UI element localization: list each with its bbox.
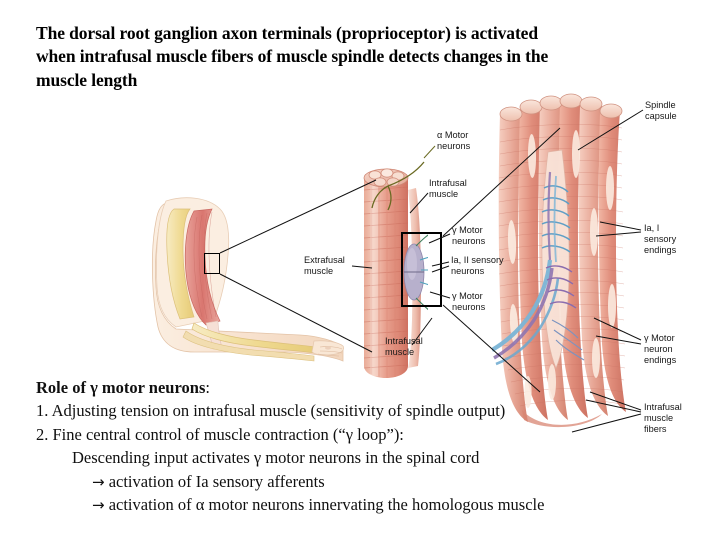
arrow-icon: → (92, 496, 105, 515)
page-title: The dorsal root ganglion axon terminals … (36, 22, 676, 92)
role-heading: Role of γ motor neurons: (36, 378, 210, 397)
label-ia-ii-sensory-neurons: Ia, II sensory neurons (451, 255, 504, 276)
label-alpha-motor-neurons: α Motor neurons (437, 130, 471, 151)
body-text-block: Role of γ motor neurons: 1. Adjusting te… (36, 376, 696, 517)
spindle-magnification-box (401, 232, 442, 307)
body-item-2: 2. Fine central control of muscle contra… (36, 424, 404, 444)
body-item-1: 1. Adjusting tension on intrafusal muscl… (36, 401, 506, 421)
body-sub-2: → activation of Ia sensory afferents (92, 471, 325, 491)
humerus-bone (166, 208, 195, 320)
title-line-1: The dorsal root ganglion axon terminals … (36, 23, 538, 43)
arrow-icon: → (92, 472, 105, 491)
label-intrafusal-muscle-bottom: Intrafusal muscle (385, 336, 423, 357)
body-sub-3: → activation of α motor neurons innervat… (92, 495, 545, 515)
label-extrafusal-muscle: Extrafusal muscle (304, 255, 345, 276)
gamma-glyph-sub1: γ (253, 448, 262, 468)
title-line-2: when intrafusal muscle fibers of muscle … (36, 46, 549, 67)
arm-magnified-region-box (204, 253, 220, 274)
arm-illustration (150, 195, 345, 370)
arm-svg (152, 197, 344, 362)
gamma-glyph-heading: γ (90, 378, 98, 397)
label-gamma-motor-neuron-endings: γ Motor neuron endings (644, 333, 677, 365)
label-ia-i-sensory-endings: Ia, I sensory endings (644, 223, 677, 255)
body-sub-1: Descending input activates γ motor neuro… (72, 448, 480, 468)
gamma-motor-endings-coils (545, 265, 577, 309)
fiber-top-faces (499, 93, 623, 122)
label-intrafusal-muscle-fibers: Intrafusal muscle fibers (644, 402, 682, 434)
alpha-glyph-sub3: α (195, 495, 205, 515)
label-intrafusal-muscle-top: Intrafusal muscle (429, 178, 467, 199)
cylinder-highlight (370, 178, 378, 376)
label-gamma-motor-neurons-upper: γ Motor neurons (452, 225, 486, 246)
label-gamma-motor-neurons-lower: γ Motor neurons (452, 291, 486, 312)
title-line-3: muscle length (36, 69, 138, 90)
palm-shadow (325, 346, 331, 350)
label-spindle-capsule: Spindle capsule (645, 100, 677, 121)
leader-alpha-motor (423, 145, 436, 159)
gamma-glyph-item2: γ (345, 424, 354, 444)
nerve-branch-endings (551, 319, 585, 361)
